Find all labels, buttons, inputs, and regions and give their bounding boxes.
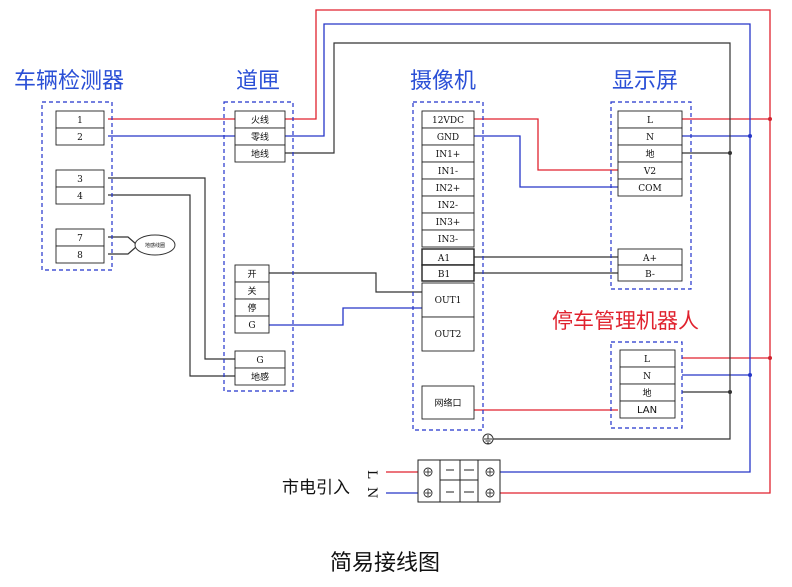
display-terminal-com [617,178,683,197]
camera-terminal-out1 [421,282,475,318]
camera-terminal-gnd-label: GND [437,133,459,143]
gate-terminal-loop-coil-label: 地感 [251,371,269,383]
junction-earth-robot [728,390,732,394]
gate-terminal-earth-label: 地线 [251,148,269,160]
camera-terminal-in2p-label: IN2+ [436,184,461,194]
camera-box: 12VDC GND IN1+ IN1- IN2+ IN2- IN3+ IN3- … [412,101,484,431]
gate-terminal-stop-label: 停 [247,302,256,314]
detector-title: 车辆检测器 [14,69,124,94]
gate-terminal-neutral-label: 零线 [251,131,269,143]
detector-terminal-3-label: 3 [77,175,83,185]
detector-terminal-1-label: 1 [77,116,83,126]
display-terminal-bminus [617,264,683,282]
detector-terminal-4-label: 4 [77,192,83,202]
display-terminal-earth-label: 地 [645,148,654,160]
gate-title: 道匣 [236,69,280,94]
camera-terminal-out2 [421,316,475,352]
wire-det3-loop-g [108,177,235,360]
camera-terminal-out2-label: OUT2 [435,330,462,340]
camera-terminal-12vdc-label: 12VDC [432,116,464,126]
junction-neutral-robot [748,373,752,377]
camera-terminal-in1n-label: IN1- [438,167,458,177]
wire-det8-coil [108,246,137,255]
wire-gate-open-out1 [269,272,422,293]
camera-network-port [421,385,475,420]
wire-gnd-com [474,135,618,188]
display-terminal-aplus-label: A+ [642,254,657,264]
mains-label: 市电引入 [282,478,350,498]
detector-terminal-4 [55,186,105,205]
gate-terminal-common [234,315,270,334]
junction-neutral-display [748,134,752,138]
junction-live-display [768,117,772,121]
detector-terminal-2-label: 2 [77,133,83,143]
loop-coil: 地感线圈 [134,234,176,256]
gate-terminal-close-label: 关 [247,285,256,297]
display-terminal-l-label: L [647,116,653,126]
gate-terminal-common-label: G [248,321,255,331]
camera-terminal-in3p-label: IN3+ [436,218,461,228]
mains-breaker: L N [364,459,501,503]
junction-earth-display [728,151,732,155]
detector-terminal-7-label: 7 [77,234,83,244]
camera-terminal-in2n-label: IN2- [438,201,458,211]
gate-terminal-loop-coil [234,367,286,386]
display-box: L N 地 V2 COM A+ B- [610,101,692,290]
robot-terminal-lan [619,400,676,419]
display-terminal-v2-label: V2 [643,167,656,177]
loop-coil-label: 地感线圈 [145,242,165,249]
robot-terminal-n-label: N [643,372,651,382]
display-terminal-n-label: N [646,133,654,143]
detector-box: 1 2 3 4 7 8 [41,101,113,271]
wire-gate-g-out1 [269,307,422,326]
camera-terminal-b1-label: B1 [438,270,450,280]
gate-terminal-open-label: 开 [247,269,256,280]
wire-det4-loop-coil [108,194,235,377]
wires [108,9,771,494]
wire-earth-gate [285,42,731,440]
camera-terminal-b1 [421,264,475,282]
ground-icon [482,433,494,445]
camera-terminal-in1p-label: IN1+ [436,150,461,160]
robot-box: L N 地 LAN [610,341,683,429]
gate-terminal-loop-g-label: G [256,356,263,366]
display-terminal-bminus-label: B- [645,270,655,280]
gate-terminal-live-label: 火线 [251,114,269,126]
wire-live-gate [285,9,771,494]
detector-terminal-8-label: 8 [77,251,83,261]
camera-terminal-out1-label: OUT1 [435,296,462,306]
camera-terminal-a1-label: A1 [437,254,450,264]
detector-terminal-2 [55,127,105,146]
wire-12v-v2 [474,118,618,171]
camera-terminal-in3n [421,229,475,248]
camera-network-port-label: 网络口 [434,397,461,409]
wire-neutral-gate [285,23,751,473]
screw-icon [423,467,495,498]
camera-terminal-in3n-label: IN3- [438,235,458,245]
mains-n-letter: N [364,487,379,498]
wire-det7-coil [108,236,137,245]
robot-terminal-earth-label: 地 [642,387,651,399]
diagram-caption: 简易接线图 [330,551,440,576]
robot-title: 停车管理机器人 [552,309,699,333]
robot-terminal-lan-label: LAN [637,405,657,416]
gate-box: 火线 零线 地线 开 关 停 G G 地感 [223,101,294,392]
mains-l-letter: L [364,470,379,479]
junction-live-robot [768,356,772,360]
gate-terminal-earth [234,144,286,163]
display-terminal-com-label: COM [638,184,661,194]
detector-terminal-8 [55,245,105,264]
display-title: 显示屏 [612,69,678,94]
robot-terminal-l-label: L [644,355,650,365]
junction-dots [728,117,772,394]
camera-title: 摄像机 [410,69,476,94]
